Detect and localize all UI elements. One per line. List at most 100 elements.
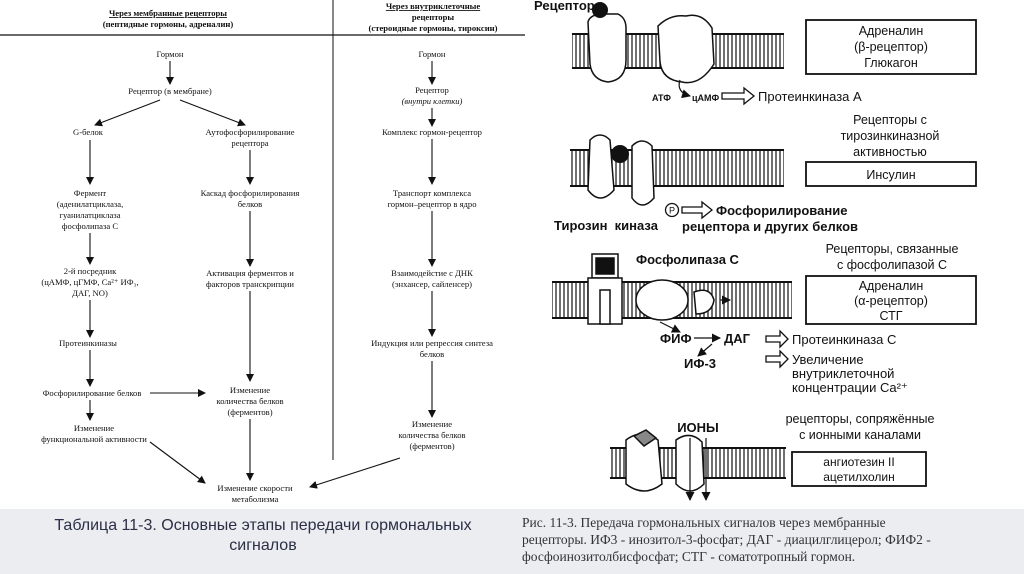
insulin-box [805, 161, 977, 187]
increase-line2: внутриклеточной [792, 366, 894, 381]
pip2-label: ФИФ [660, 331, 692, 346]
table-arrows [86, 61, 436, 489]
right-dna-2: (энхансер, сайленсер) [392, 279, 472, 289]
right-receptor-2: (внутри клетки) [402, 96, 463, 106]
box4-line1: ангиотезин II [823, 455, 894, 469]
right-hormone: Гормон [418, 49, 445, 59]
col2-header-line3: (стероидные гормоны, тироксин) [369, 23, 498, 33]
adenylate-arrow [678, 79, 691, 99]
receptor-protein-1 [587, 2, 715, 84]
right-change-amount-3: (ферментов) [409, 441, 454, 451]
plc-label: Фосфолипаза С [636, 252, 740, 267]
left-hormone: Гормон [156, 49, 183, 59]
right-induction-2: белков [420, 349, 444, 359]
left-cascade-1: Каскад фосфорилирования [201, 188, 300, 198]
left-change-rate-1: Изменение скорости [217, 483, 293, 493]
table-caption: Таблица 11-3. Основные этапы передачи го… [8, 516, 518, 556]
ion-heading-2: с ионными каналами [799, 428, 921, 442]
ion-heading-1: рецепторы, сопряжённые [786, 412, 935, 426]
increase-line3: концентрации Ca²⁺ [792, 380, 908, 395]
ion-channel [625, 429, 705, 492]
figure-caption-line1: Рис. 11-3. Передача гормональных сигнало… [522, 515, 886, 530]
left-change-amount-2: количества белков [216, 396, 283, 406]
receptor-label: Рецептор [534, 0, 595, 13]
ions-label: ИОНЫ [677, 420, 719, 435]
right-complex: Комплекс гормон-рецептор [382, 127, 482, 137]
left-enzyme-1: Фермент [74, 188, 107, 198]
ion-arrows [685, 438, 711, 501]
left-change-amount-1: Изменение [230, 385, 270, 395]
left-protein-kinases: Протеинкиназы [59, 338, 117, 348]
tyr-heading-3: активностью [853, 145, 927, 159]
plc-receptor [587, 253, 715, 325]
col2-header-line2: рецепторы [412, 12, 454, 22]
box4-line2: ацетилхолин [823, 470, 895, 484]
plc-heading-2: с фосфолипазой С [837, 258, 947, 272]
right-receptor-1: Рецептор [415, 85, 449, 95]
plc-heading-1: Рецепторы, связанные [826, 242, 959, 256]
hormone-pathway-table: Через мембранные рецепторы (пептидные го… [0, 0, 525, 504]
figure-caption-line2: рецепторы. ИФ3 - инозитол-3-фосфат; ДАГ … [522, 532, 931, 547]
left-enzyme-4: фосфолипаза С [62, 221, 118, 231]
atp-label: АТФ [652, 93, 671, 103]
ip3-label: ИФ-3 [684, 356, 716, 371]
phosphorylation-line1: Фосфорилирование [716, 203, 847, 218]
receptor-figure: Рецептор АТФ цАМФ Протеинкиназа А Адрена… [534, 0, 977, 501]
camp-label: цАМФ [692, 93, 720, 103]
left-g-protein: G-белок [73, 127, 104, 137]
tyr-heading-2: тирозинкиназной [841, 129, 940, 143]
right-change-amount-2: количества белков [398, 430, 465, 440]
left-change-function-2: функциональной активности [41, 434, 147, 444]
left-activation-1: Активация ферментов и [206, 268, 294, 278]
left-receptor: Рецептор (в мембране) [128, 86, 212, 96]
pkc-label: Протеинкиназа С [792, 332, 896, 347]
box3-line3: СТГ [879, 309, 902, 323]
box1-line1: Адреналин [859, 24, 924, 38]
right-transport-2: гормон–рецептор в ядро [387, 199, 476, 209]
left-autophos-1: Аутофосфорилирование [205, 127, 294, 137]
figure-caption: Рис. 11-3. Передача гормональных сигнало… [522, 514, 1020, 565]
col2-header-line1: Через внутриклеточные [386, 1, 481, 11]
left-change-amount-3: (ферментов) [227, 407, 272, 417]
left-enzyme-3: гуанилатциклаза [59, 210, 120, 220]
col1-header-line2: (пептидные гормоны, адреналин) [103, 19, 234, 29]
right-dna-1: Взаимодейстие с ДНК [391, 268, 473, 278]
insulin-label: Инсулин [866, 168, 915, 182]
right-change-amount-1: Изменение [412, 419, 452, 429]
left-autophos-2: рецептора [231, 138, 268, 148]
left-change-rate-2: метаболизма [232, 494, 279, 504]
phos-hollow-arrow [681, 200, 714, 220]
box1-line2: (β-рецептор) [854, 40, 928, 54]
left-phosphorylation: Фосфорилирование белков [43, 388, 142, 398]
right-induction-1: Индукция или репрессия синтеза [371, 338, 493, 348]
tyrosine-kinase-receptor [587, 134, 655, 206]
tyr-heading-1: Рецепторы с [853, 113, 927, 127]
hormone-box-4 [791, 451, 927, 487]
col1-header-line1: Через мембранные рецепторы [109, 8, 227, 18]
hormone-box-1 [805, 19, 977, 75]
left-cascade-2: белков [238, 199, 262, 209]
p-icon: P [664, 202, 680, 218]
hormone-box-3 [805, 275, 977, 325]
pka-label: Протеинкиназа А [758, 89, 862, 104]
box3-line1: Адреналин [859, 279, 924, 293]
ca-hollow-arrow [765, 349, 789, 369]
figure-caption-line3: фосфоинозитолбисфосфат; СТГ - соматотроп… [522, 549, 856, 564]
right-transport-1: Транспорт комплекса [393, 188, 471, 198]
pkc-hollow-arrow [765, 329, 789, 349]
box3-line2: (α-рецептор) [854, 294, 928, 308]
p-symbol: P [669, 206, 675, 216]
left-enzyme-2: (аденилатциклаза, [57, 199, 124, 209]
left-activation-2: факторов транскрипции [206, 279, 294, 289]
caption-band [0, 509, 1024, 574]
phosphorylation-line2: рецептора и других белков [682, 219, 858, 234]
box1-line3: Глюкагон [864, 56, 918, 70]
left-messenger-1: 2-й посредник [64, 266, 117, 276]
left-messenger-2: (цАМФ, цГМФ, Са²⁺ ИФ₃, [41, 277, 138, 287]
dag-label: ДАГ [724, 331, 751, 346]
tyrosine-kinase-label: Тирозин киназа [554, 218, 659, 233]
increase-line1: Увеличение [792, 352, 864, 367]
left-change-function-1: Изменение [74, 423, 114, 433]
table-caption-line1: Таблица 11-3. Основные этапы передачи го… [54, 517, 472, 534]
